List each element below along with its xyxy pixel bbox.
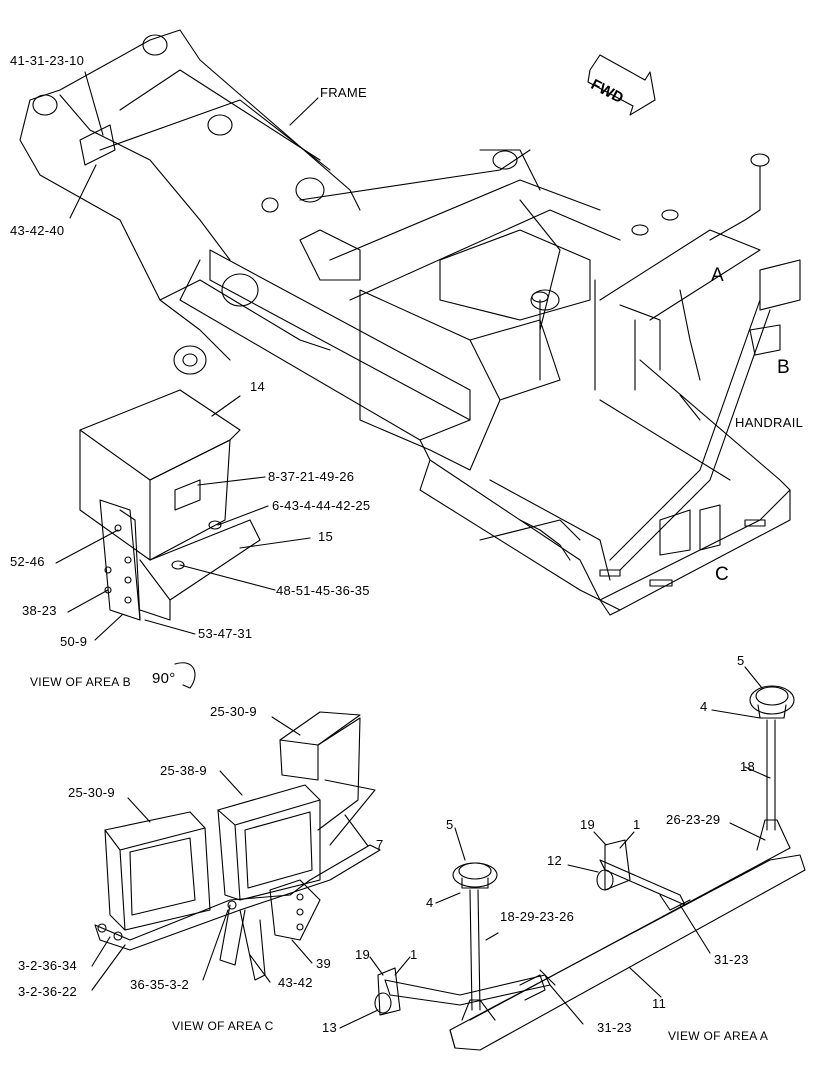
part-label-13: 13 — [322, 1020, 338, 1035]
area-c-illustration — [95, 712, 380, 980]
leader-lines-area-b — [56, 396, 310, 640]
part-label-7: 7 — [376, 837, 384, 852]
part-label-11: 11 — [652, 996, 667, 1011]
part-label-31-23-bottom: 31-23 — [597, 1020, 632, 1035]
part-label-4-left: 4 — [426, 895, 434, 910]
part-label-31-23-right: 31-23 — [714, 952, 749, 967]
part-label-8-37-21-49-26: 8-37-21-49-26 — [268, 469, 355, 484]
part-label-25-38-9: 25-38-9 — [160, 763, 207, 778]
part-label-39: 39 — [316, 956, 332, 971]
part-label-1-left: 1 — [410, 947, 418, 962]
rotate-90-icon — [175, 663, 195, 688]
part-label-3-2-36-34: 3-2-36-34 — [18, 958, 78, 973]
leader-lines-area-a — [340, 667, 770, 1028]
part-label-25-30-9-top: 25-30-9 — [210, 704, 257, 719]
part-label-50-9: 50-9 — [60, 634, 88, 649]
part-label-12: 12 — [547, 853, 563, 868]
part-label-15: 15 — [318, 529, 334, 544]
part-label-43-42-40: 43-42-40 — [10, 223, 65, 238]
part-label-26-23-29: 26-23-29 — [666, 812, 721, 827]
part-label-53-47-31: 53-47-31 — [198, 626, 253, 641]
part-label-18: 18 — [740, 759, 756, 774]
part-label-19-left: 19 — [355, 947, 371, 962]
part-label-4-top: 4 — [700, 699, 708, 714]
part-label-18-29-23-26: 18-29-23-26 — [500, 909, 575, 924]
fwd-arrow-icon — [588, 55, 655, 115]
part-label-5-top: 5 — [737, 653, 745, 668]
view-of-area-c-title: VIEW OF AREA C — [172, 1019, 274, 1033]
part-label-48-51-45-36-35: 48-51-45-36-35 — [276, 583, 370, 598]
part-label-41-31-23-10: 41-31-23-10 — [10, 53, 85, 68]
area-a-illustration — [375, 686, 805, 1050]
view-of-area-b-title: VIEW OF AREA B — [30, 675, 131, 689]
area-a-marker: A — [711, 265, 724, 286]
part-label-5-left: 5 — [446, 817, 454, 832]
leader-lines-area-c — [92, 717, 368, 990]
part-label-19-right: 19 — [580, 817, 596, 832]
part-label-3-2-36-22: 3-2-36-22 — [18, 984, 78, 999]
area-b-marker: B — [777, 357, 790, 378]
part-label-6-43-4-44-42-25: 6-43-4-44-42-25 — [272, 498, 371, 513]
part-label-43-42: 43-42 — [278, 975, 313, 990]
area-c-marker: C — [715, 564, 730, 585]
part-label-38-23: 38-23 — [22, 603, 57, 618]
machine-frame-illustration — [20, 30, 800, 615]
part-label-25-30-9-left: 25-30-9 — [68, 785, 115, 800]
leader-lines-top — [70, 72, 700, 420]
area-b-illustration — [80, 390, 260, 688]
part-label-52-46: 52-46 — [10, 554, 45, 569]
handrail-label: HANDRAIL — [735, 415, 804, 430]
view-of-area-a-title: VIEW OF AREA A — [668, 1029, 769, 1043]
frame-label: FRAME — [320, 85, 367, 100]
rotation-label: 90° — [152, 670, 176, 687]
part-label-1-right: 1 — [633, 817, 641, 832]
part-label-36-35-3-2: 36-35-3-2 — [130, 977, 190, 992]
part-label-14: 14 — [250, 379, 266, 394]
